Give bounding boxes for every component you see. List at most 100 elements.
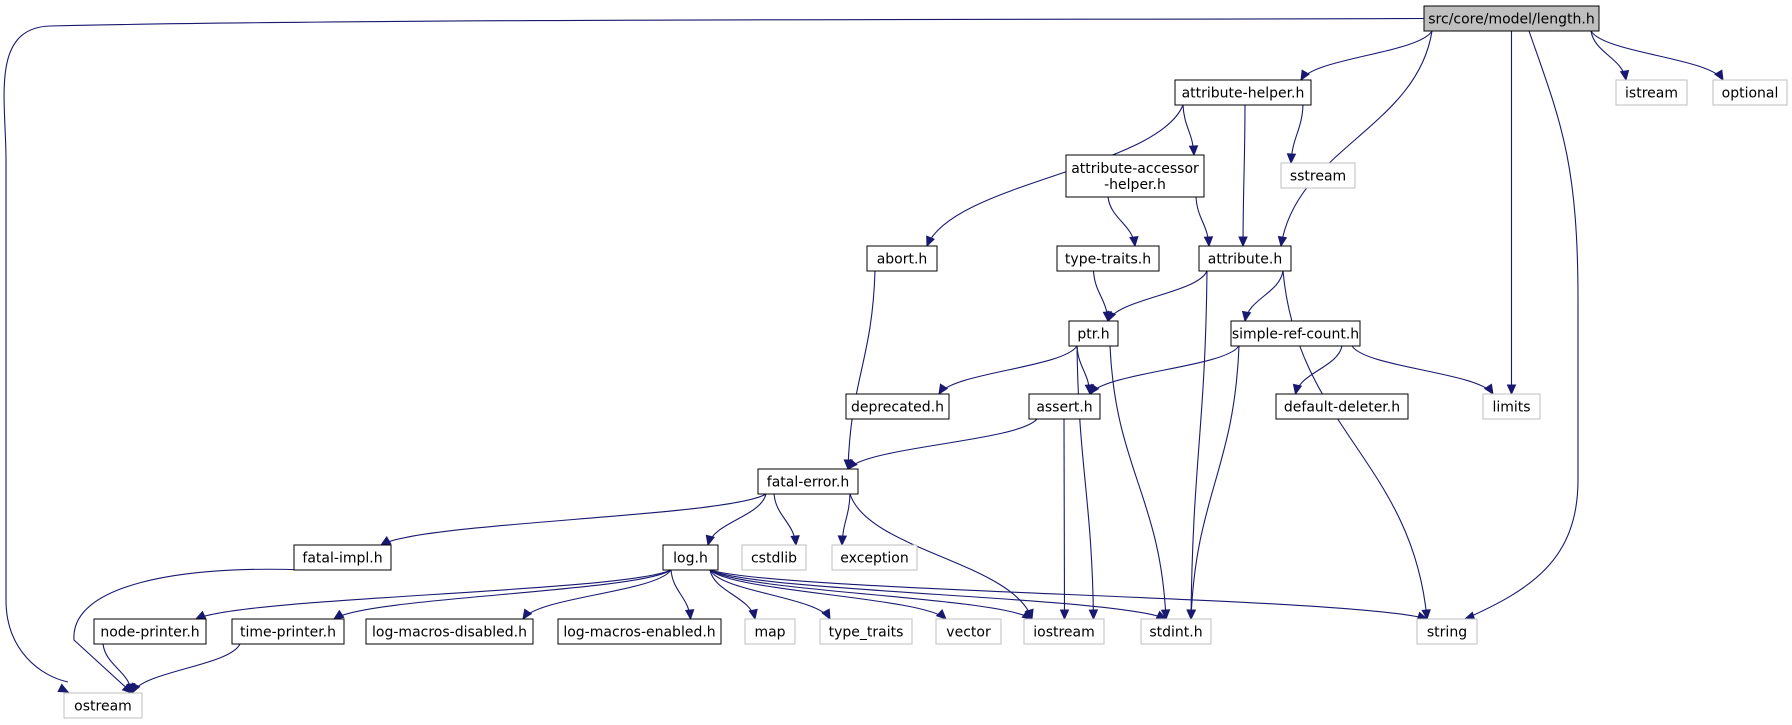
edge-length-to-ostream [3,17,1425,693]
node-type-traits-h[interactable]: type-traits.h [1056,245,1160,272]
node-log[interactable]: log.h [662,544,719,571]
node-box [63,692,143,719]
edge-assert-to-iostream [1059,418,1070,621]
node-box [557,618,722,645]
node-exception: exception [831,544,918,571]
node-istream: istream [1615,79,1688,106]
node-map: map [744,618,796,645]
node-label: cstdlib [751,551,797,567]
node-box [1140,618,1212,645]
edge-simple_ref_count-to-assert [1089,345,1240,396]
edge-length-to-attribute_helper [1300,30,1433,82]
edge-log-to-string [709,569,1429,621]
node-abort[interactable]: abort.h [866,245,938,272]
edge-attribute_helper-to-attribute [1238,104,1248,248]
node-log-macros-disabled[interactable]: log-macros-disabled.h [365,618,534,645]
node-box [935,618,1002,645]
edge-log-to-iostream [709,569,1034,620]
node-vector: vector [935,618,1002,645]
node-box [757,468,859,495]
edge-assert-to-fatal_error [847,418,1038,470]
edge-log-to-log_macros_enabled [670,569,695,621]
node-label: abort.h [877,252,928,268]
edge-fatal_error-to-fatal_impl [379,493,767,546]
node-time-printer[interactable]: time-printer.h [231,618,345,645]
node-type-traits: type_traits [819,618,913,645]
edge-length-to-string [1463,30,1579,621]
node-attribute-accessor[interactable]: attribute-accessor-helper.h [1065,154,1205,198]
node-box [1416,618,1478,645]
edges [3,17,1724,695]
node-box [1174,79,1312,106]
node-box [1068,320,1119,347]
edge-attribute-to-stdint [1186,270,1208,621]
node-label: iostream [1033,625,1095,641]
node-attribute[interactable]: attribute.h [1198,245,1292,272]
edge-ptr-to-stdint [1109,345,1171,621]
node-label: node-printer.h [100,625,199,641]
edge-ptr-to-iostream [1076,345,1099,621]
node-label: -helper.h [1104,177,1166,193]
node-box [1065,154,1205,198]
node-simple-ref-count[interactable]: simple-ref-count.h [1230,320,1361,347]
node-node-printer[interactable]: node-printer.h [93,618,207,645]
node-box [1028,393,1101,420]
node-box [866,245,938,272]
node-label: stdint.h [1149,625,1202,641]
node-label: fatal-error.h [767,475,849,491]
node-assert[interactable]: assert.h [1028,393,1101,420]
node-label: ptr.h [1077,327,1109,343]
node-box [1712,79,1788,106]
edge-ptr-to-deprecated [938,345,1078,396]
edge-time_printer-to-ostream [131,643,241,695]
node-label: exception [840,551,908,567]
node-box [1230,320,1361,347]
edge-length-to-optional [1590,30,1724,82]
edge-attribute-to-ptr [1107,270,1208,323]
node-fatal-impl[interactable]: fatal-impl.h [293,544,392,571]
node-default-deleter[interactable]: default-deleter.h [1275,393,1409,420]
node-label: src/core/model/length.h [1428,12,1594,28]
edge-length-to-istream [1590,30,1630,82]
node-ptr[interactable]: ptr.h [1068,320,1119,347]
node-label: limits [1492,400,1530,416]
edge-attribute_helper-to-abort [926,104,1184,248]
node-box [93,618,207,645]
node-label: log-macros-disabled.h [372,625,527,641]
node-label: time-printer.h [240,625,336,641]
node-label: istream [1625,86,1678,102]
node-box [1482,393,1541,420]
node-label: sstream [1290,169,1346,185]
edge-length-to-attribute [1277,30,1433,248]
node-attribute-helper[interactable]: attribute-helper.h [1174,79,1312,106]
node-label: log.h [673,551,708,567]
edge-attribute_accessor-to-attribute [1195,196,1214,248]
edge-log-to-time_printer [332,569,672,620]
node-box [1023,618,1105,645]
node-box [365,618,534,645]
node-box [1275,393,1409,420]
node-fatal-error[interactable]: fatal-error.h [757,468,859,495]
node-length[interactable]: src/core/model/length.h [1423,5,1600,32]
node-box [1615,79,1688,106]
node-limits: limits [1482,393,1541,420]
node-optional: optional [1712,79,1788,106]
node-iostream: iostream [1023,618,1105,645]
edge-log-to-type_traits [709,569,831,621]
edge-fatal_error-to-cstdlib [773,493,800,547]
node-deprecated[interactable]: deprecated.h [845,393,950,420]
node-ostream: ostream [63,692,143,719]
node-log-macros-enabled[interactable]: log-macros-enabled.h [557,618,722,645]
node-label: string [1427,625,1467,641]
edge-log-to-stdint [709,569,1168,620]
node-cstdlib: cstdlib [741,544,807,571]
node-label: map [754,625,785,641]
node-label: vector [946,625,991,641]
nodes: src/core/model/length.h ostream attribute-… [63,5,1788,719]
node-box [1280,162,1356,189]
node-box [831,544,918,571]
edge-length-to-limits [1506,31,1517,396]
edge-attribute_helper-to-sstream [1286,104,1304,165]
node-box [819,618,913,645]
